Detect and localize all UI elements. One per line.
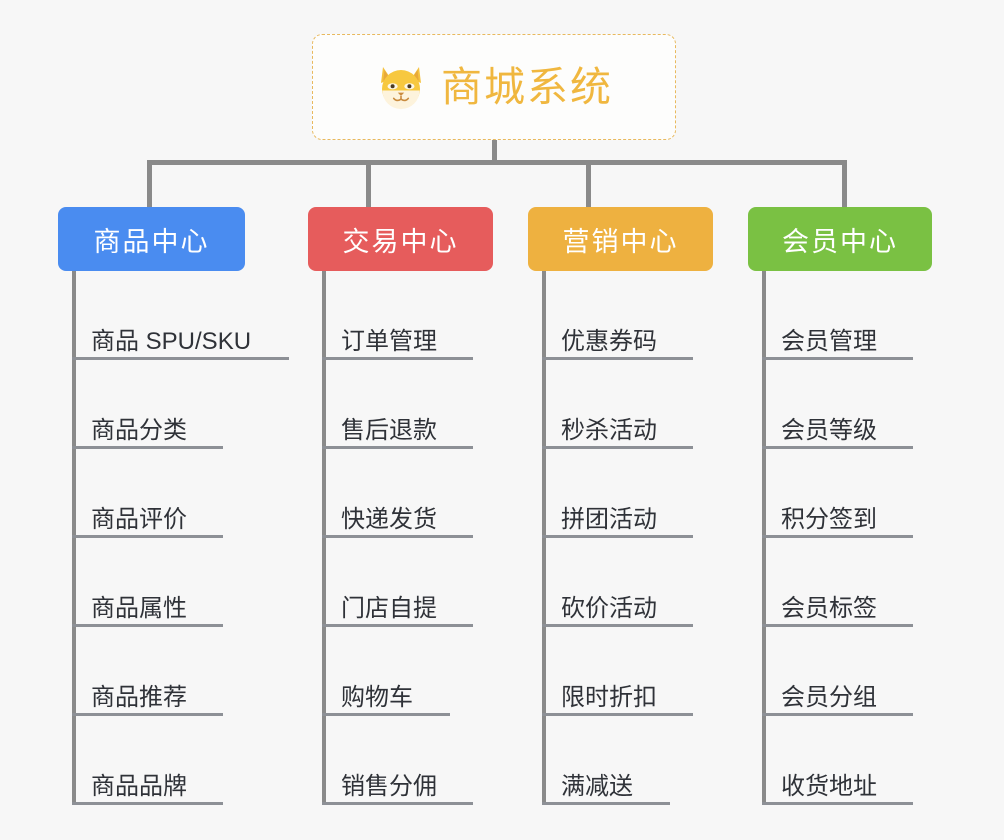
leaf-label: 销售分佣 bbox=[341, 772, 437, 800]
leaf-rule bbox=[542, 802, 670, 805]
list-item[interactable]: 会员标签 bbox=[748, 538, 978, 627]
leaf-label: 收货地址 bbox=[781, 772, 877, 800]
leaf-label: 门店自提 bbox=[341, 594, 437, 622]
list-item[interactable]: 售后退款 bbox=[308, 360, 538, 449]
leaf-rule bbox=[762, 357, 913, 360]
leaf-rule bbox=[542, 535, 693, 538]
leaf-label: 秒杀活动 bbox=[561, 416, 657, 444]
leaf-list-1: 商品 SPU/SKU 商品分类 商品评价 商品属性 商品推荐 商品品牌 bbox=[58, 271, 289, 805]
list-item[interactable]: 销售分佣 bbox=[308, 716, 538, 805]
leaf-rule bbox=[72, 357, 289, 360]
leaf-label: 快递发货 bbox=[341, 505, 437, 533]
leaf-rule bbox=[762, 624, 913, 627]
spine-2 bbox=[322, 271, 326, 805]
list-item[interactable]: 满减送 bbox=[528, 716, 758, 805]
list-item[interactable]: 商品属性 bbox=[58, 538, 288, 627]
leaf-label: 商品评价 bbox=[91, 505, 187, 533]
leaf-rule bbox=[762, 802, 913, 805]
list-item[interactable]: 商品评价 bbox=[58, 449, 288, 538]
connector-horizontal-bus bbox=[147, 160, 847, 165]
category-column-1: 商品中心 商品 SPU/SKU 商品分类 商品评价 商品属性 商品推荐 bbox=[58, 207, 289, 805]
leaf-rule bbox=[542, 446, 693, 449]
leaf-label: 满减送 bbox=[561, 772, 633, 800]
list-item[interactable]: 商品品牌 bbox=[58, 716, 288, 805]
leaf-label: 会员等级 bbox=[781, 416, 877, 444]
leaf-rule bbox=[322, 802, 473, 805]
leaf-rule bbox=[322, 535, 473, 538]
list-item[interactable]: 会员分组 bbox=[748, 627, 978, 716]
root-title: 商城系统 bbox=[441, 63, 613, 110]
leaf-rule bbox=[72, 446, 223, 449]
root-node[interactable]: 商城系统 bbox=[312, 34, 676, 140]
connector-drop-3 bbox=[586, 160, 591, 208]
category-header-3[interactable]: 营销中心 bbox=[528, 207, 713, 271]
list-item[interactable]: 积分签到 bbox=[748, 449, 978, 538]
spine-4 bbox=[762, 271, 766, 805]
leaf-label: 拼团活动 bbox=[561, 505, 657, 533]
leaf-rule bbox=[542, 624, 693, 627]
leaf-label: 限时折扣 bbox=[561, 683, 657, 711]
leaf-label: 优惠券码 bbox=[561, 327, 657, 355]
leaf-label: 商品品牌 bbox=[91, 772, 187, 800]
category-header-1[interactable]: 商品中心 bbox=[58, 207, 245, 271]
leaf-label: 会员标签 bbox=[781, 594, 877, 622]
leaf-rule bbox=[762, 446, 913, 449]
list-item[interactable]: 砍价活动 bbox=[528, 538, 758, 627]
list-item[interactable]: 限时折扣 bbox=[528, 627, 758, 716]
connector-drop-1 bbox=[147, 160, 152, 208]
list-item[interactable]: 优惠券码 bbox=[528, 271, 758, 360]
category-header-4[interactable]: 会员中心 bbox=[748, 207, 932, 271]
leaf-label: 商品推荐 bbox=[91, 683, 187, 711]
list-item[interactable]: 会员等级 bbox=[748, 360, 978, 449]
leaf-label: 会员管理 bbox=[781, 327, 877, 355]
leaf-label: 积分签到 bbox=[781, 505, 877, 533]
list-item[interactable]: 商品分类 bbox=[58, 360, 288, 449]
list-item[interactable]: 秒杀活动 bbox=[528, 360, 758, 449]
leaf-rule bbox=[322, 624, 473, 627]
category-column-4: 会员中心 会员管理 会员等级 积分签到 会员标签 会员分组 bbox=[748, 207, 978, 805]
connector-root-stem bbox=[492, 140, 497, 162]
list-item[interactable]: 快递发货 bbox=[308, 449, 538, 538]
leaf-label: 砍价活动 bbox=[561, 594, 657, 622]
leaf-rule bbox=[72, 535, 223, 538]
spine-1 bbox=[72, 271, 76, 805]
list-item[interactable]: 收货地址 bbox=[748, 716, 978, 805]
leaf-rule bbox=[542, 713, 693, 716]
category-column-3: 营销中心 优惠券码 秒杀活动 拼团活动 砍价活动 限时折扣 bbox=[528, 207, 758, 805]
spine-3 bbox=[542, 271, 546, 805]
leaf-rule bbox=[72, 802, 223, 805]
leaf-rule bbox=[762, 713, 913, 716]
leaf-rule bbox=[762, 535, 913, 538]
leaf-rule bbox=[542, 357, 693, 360]
leaf-list-2: 订单管理 售后退款 快递发货 门店自提 购物车 销售分佣 bbox=[308, 271, 538, 805]
leaf-rule bbox=[322, 357, 473, 360]
leaf-list-3: 优惠券码 秒杀活动 拼团活动 砍价活动 限时折扣 满减送 bbox=[528, 271, 758, 805]
shiba-dog-face-icon bbox=[375, 61, 427, 113]
connector-drop-2 bbox=[366, 160, 371, 208]
leaf-label: 商品 SPU/SKU bbox=[91, 327, 252, 355]
connector-drop-4 bbox=[842, 160, 847, 208]
list-item[interactable]: 会员管理 bbox=[748, 271, 978, 360]
category-column-2: 交易中心 订单管理 售后退款 快递发货 门店自提 购物车 bbox=[308, 207, 538, 805]
leaf-rule bbox=[322, 446, 473, 449]
leaf-label: 会员分组 bbox=[781, 683, 877, 711]
leaf-label: 售后退款 bbox=[341, 416, 437, 444]
list-item[interactable]: 商品推荐 bbox=[58, 627, 288, 716]
list-item[interactable]: 门店自提 bbox=[308, 538, 538, 627]
leaf-label: 购物车 bbox=[341, 683, 413, 711]
leaf-rule bbox=[72, 624, 223, 627]
list-item[interactable]: 购物车 bbox=[308, 627, 538, 716]
leaf-label: 商品分类 bbox=[91, 416, 187, 444]
leaf-label: 商品属性 bbox=[91, 594, 187, 622]
leaf-list-4: 会员管理 会员等级 积分签到 会员标签 会员分组 收货地址 bbox=[748, 271, 978, 805]
leaf-label: 订单管理 bbox=[341, 327, 437, 355]
list-item[interactable]: 拼团活动 bbox=[528, 449, 758, 538]
leaf-rule bbox=[72, 713, 223, 716]
category-header-2[interactable]: 交易中心 bbox=[308, 207, 493, 271]
leaf-rule bbox=[322, 713, 450, 716]
list-item[interactable]: 商品 SPU/SKU bbox=[58, 271, 289, 360]
list-item[interactable]: 订单管理 bbox=[308, 271, 538, 360]
